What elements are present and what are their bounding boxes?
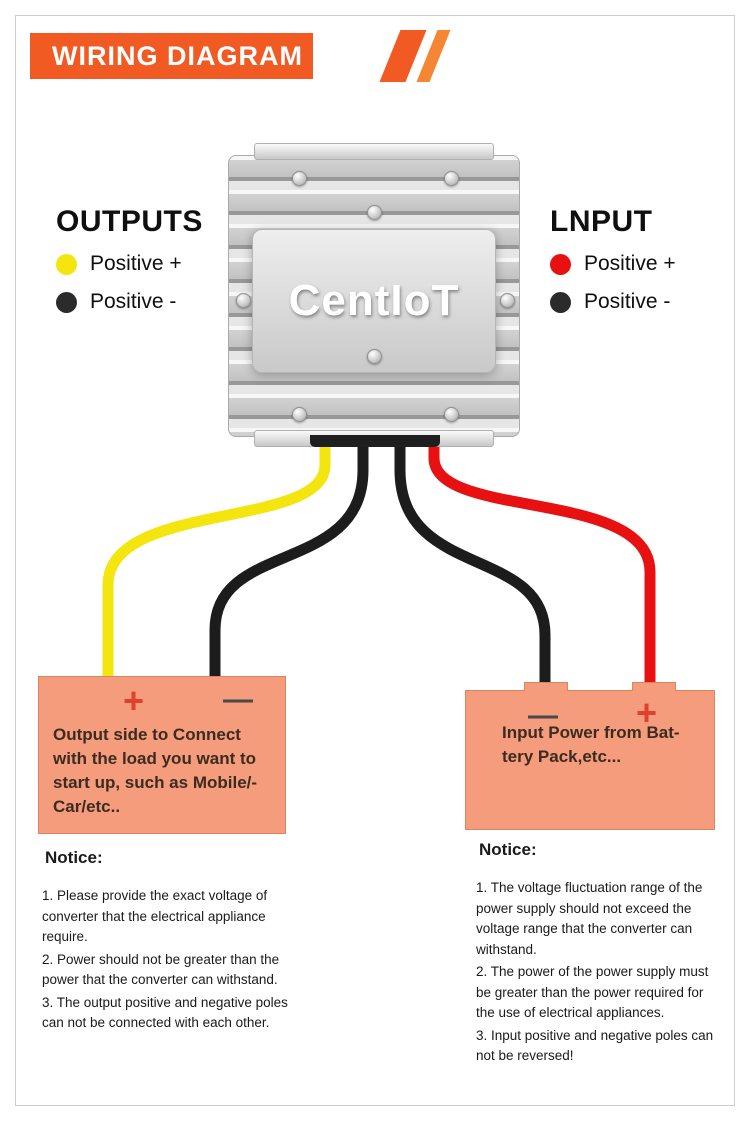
input-notice: Notice: 1. The voltage fluctuation range… (476, 840, 724, 1069)
header-banner: WIRING DIAGRAM (30, 33, 313, 79)
screw-icon (444, 171, 459, 186)
legend-row-input-negative: Positive - (550, 290, 670, 314)
legend-label: Positive - (90, 290, 177, 313)
device-top-cap (254, 143, 494, 160)
output-box-line: Car/etc.. (53, 797, 121, 816)
notice-title: Notice: (479, 840, 537, 859)
red-dot-icon (550, 253, 571, 275)
output-box-line: start up, such as Mobile/- (53, 773, 258, 792)
output-load-box: + — Output side to Connect with the load… (38, 676, 286, 834)
legend-label: Positive - (584, 290, 671, 313)
legend-label: Positive + (90, 252, 182, 275)
legend-row-output-positive: Positive + (56, 252, 182, 276)
legend-row-input-positive: Positive + (550, 252, 676, 276)
notice-item: 3. Input positive and negative poles can… (476, 1027, 714, 1064)
voltage-converter-device: CentIoT (228, 143, 520, 447)
input-box-line: tery Pack,etc... (502, 747, 622, 766)
screw-icon (367, 349, 382, 364)
notice-item: 2. The power of the power supply must be… (476, 964, 709, 1020)
notice-title: Notice: (45, 848, 103, 867)
yellow-dot-icon (56, 253, 77, 275)
input-box-line: Input Power from Bat- (502, 723, 680, 742)
screw-icon (292, 407, 307, 422)
notice-item: 1. The voltage fluctuation range of the … (476, 880, 703, 957)
black-dot-icon (56, 291, 77, 313)
screw-icon (292, 171, 307, 186)
minus-terminal-symbol: — (528, 699, 558, 732)
input-box-text: Input Power from Bat- tery Pack,etc... (502, 721, 706, 769)
black-dot-icon (550, 291, 571, 313)
screw-icon (500, 293, 515, 308)
plus-terminal-symbol: + (636, 692, 658, 733)
plus-terminal-symbol: + (123, 680, 145, 721)
brand-logo-text: CentIoT (288, 276, 460, 325)
output-box-line: Output side to Connect (53, 725, 241, 744)
screw-icon (367, 205, 382, 220)
wire-connector-base (310, 435, 440, 447)
minus-terminal-symbol: — (223, 683, 253, 716)
legend-label: Positive + (584, 252, 676, 275)
input-heading: LNPUT (550, 205, 653, 238)
notice-item: 3. The output positive and negative pole… (42, 994, 288, 1031)
input-power-box: — + Input Power from Bat- tery Pack,etc.… (465, 682, 715, 830)
output-box-line: with the load you want to (53, 749, 257, 768)
screw-icon (444, 407, 459, 422)
battery-terminal-tab (524, 682, 568, 691)
output-box-text: Output side to Connect with the load you… (53, 723, 277, 819)
legend-row-output-negative: Positive - (56, 290, 176, 314)
output-notice: Notice: 1. Please provide the exact volt… (42, 848, 288, 1036)
page-title: WIRING DIAGRAM (52, 41, 303, 71)
notice-item: 2. Power should not be greater than the … (42, 951, 280, 988)
battery-terminal-tab (632, 682, 676, 691)
notice-item: 1. Please provide the exact voltage of c… (42, 888, 268, 944)
outputs-heading: OUTPUTS (56, 205, 203, 238)
page-border-frame (15, 15, 735, 1106)
screw-icon (236, 293, 251, 308)
